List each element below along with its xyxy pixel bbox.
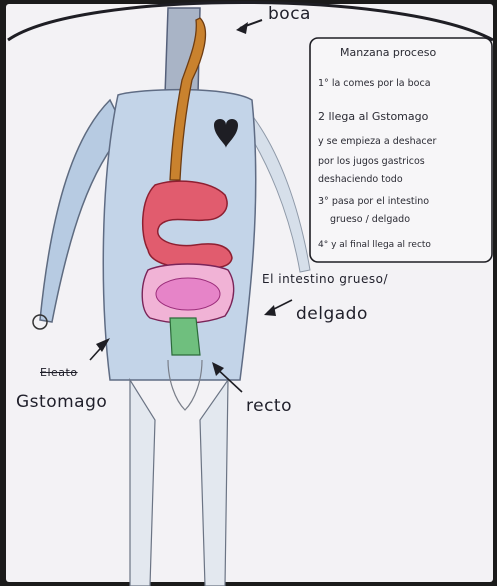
label-boca: boca: [268, 4, 311, 24]
note-box: [310, 38, 492, 262]
note-line-8: 4° y al final llega al recto: [318, 240, 431, 250]
note-line-3: y se empieza a deshacer: [318, 136, 436, 147]
label-delgado: delgado: [296, 304, 368, 324]
note-line-4: por los jugos gastricos: [318, 156, 425, 167]
head-outline: [8, 3, 493, 41]
arrow-intestino-head: [264, 305, 276, 316]
right-leg: [200, 380, 228, 586]
rectum: [170, 318, 200, 355]
left-leg: [130, 380, 155, 586]
note-line-7: grueso / delgado: [330, 214, 410, 225]
label-recto: recto: [246, 396, 292, 416]
note-line-6: 3° pasa por el intestino: [318, 196, 429, 207]
note-title: Manzana proceso: [340, 46, 436, 59]
note-line-2: 2 llega al Gstomago: [318, 110, 428, 123]
note-line-1: 1° la comes por la boca: [318, 78, 431, 89]
label-estomago: Gstomago: [16, 392, 107, 412]
label-estomago-crossed: Eleato: [40, 366, 78, 379]
large-intestine-core: [156, 278, 220, 310]
arrow-boca-head: [236, 22, 248, 34]
note-line-5: deshaciendo todo: [318, 174, 403, 185]
label-intestino: El intestino grueso/: [262, 272, 388, 286]
